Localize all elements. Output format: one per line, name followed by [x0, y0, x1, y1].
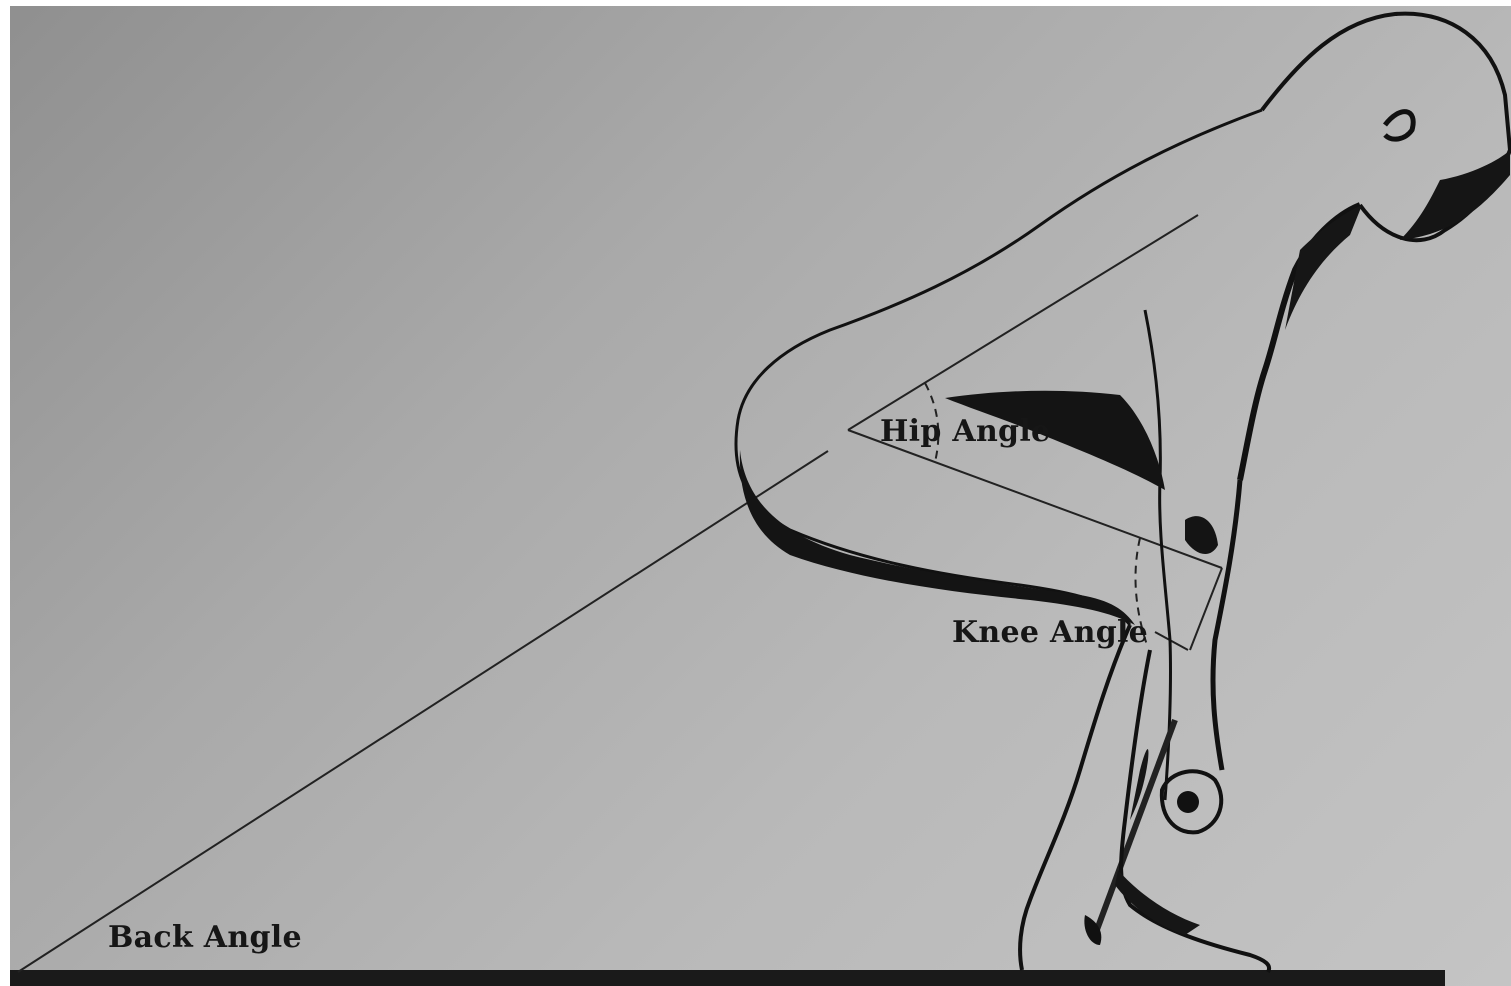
shin-contour	[1020, 625, 1130, 970]
hip-to-knee-line	[848, 430, 1222, 568]
forearm-contour	[1213, 480, 1240, 770]
back-angle-line	[18, 451, 828, 972]
thigh-shadow	[740, 450, 1135, 625]
chest-contour	[1240, 205, 1360, 480]
jaw-shadow	[1400, 150, 1510, 240]
hip-angle-label: Hip Angle	[880, 414, 1050, 449]
elbow-shadow	[1185, 516, 1218, 554]
ground-line	[10, 970, 1445, 986]
bar-end-icon	[1177, 791, 1199, 813]
back-angle-label: Back Angle	[108, 920, 302, 955]
ear-icon	[1385, 112, 1413, 140]
arm-contour	[1145, 310, 1171, 800]
left-margin	[0, 0, 10, 986]
top-margin	[0, 0, 1511, 6]
knee-angle-label: Knee Angle	[952, 615, 1148, 650]
